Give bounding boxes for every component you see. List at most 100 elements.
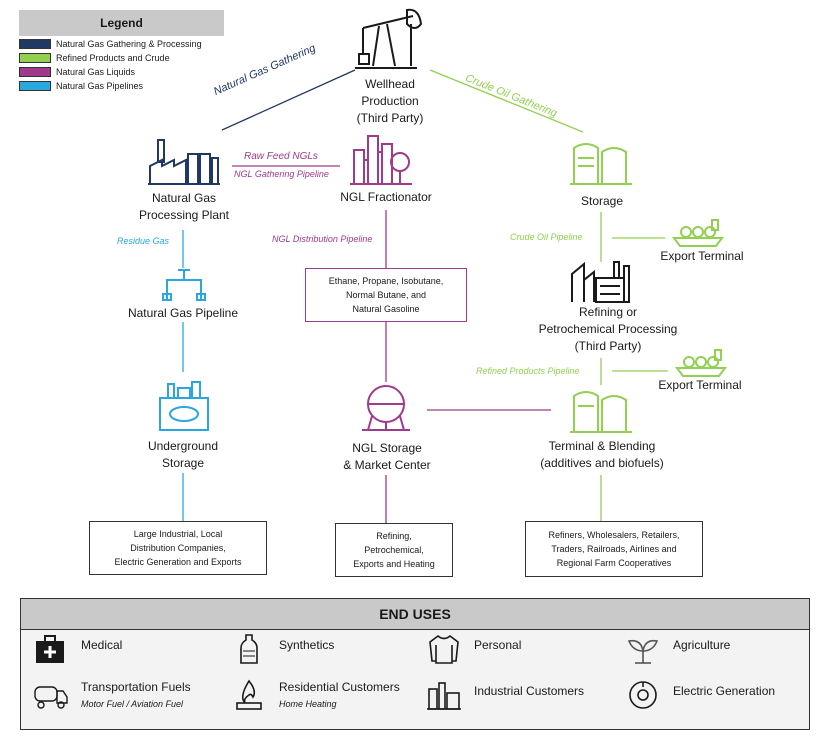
export-terminal-label-1: Export Terminal <box>660 249 744 263</box>
ngl-customers-line: Petrochemical, <box>364 545 424 555</box>
legend-swatch <box>19 66 51 77</box>
residue-gas-label: Residue Gas <box>117 236 170 246</box>
ngl-customers-box: Refining, Petrochemical, Exports and Hea… <box>335 523 453 577</box>
ngl-storage-line: NGL Storage <box>352 441 422 455</box>
fuel-customers-line: Traders, Railroads, Airlines and <box>551 544 677 554</box>
legend-item: Natural Gas Gathering & Processing <box>19 37 224 50</box>
medical-kit-icon <box>36 635 64 663</box>
underground-line: Storage <box>161 456 205 470</box>
end-use-label: Personal <box>474 638 522 652</box>
legend-label: Natural Gas Pipelines <box>56 80 144 91</box>
fuel-customers-box: Refiners, Wholesalers, Retailers, Trader… <box>525 521 703 577</box>
terminal-line: Terminal & Blending <box>548 439 656 453</box>
wellhead-line: Wellhead <box>365 77 415 91</box>
end-use-label: Residential Customers <box>279 680 400 694</box>
gas-pipeline-label: Natural Gas Pipeline <box>127 306 239 320</box>
refining-line: (Third Party) <box>574 339 642 353</box>
end-use-residential: Residential Customers Home Heating <box>231 679 400 711</box>
crude-gathering-line <box>429 69 584 133</box>
end-use-synthetics: Synthetics <box>231 633 334 665</box>
power-icon <box>629 681 657 709</box>
legend: Legend Natural Gas Gathering & Processin… <box>19 10 224 92</box>
end-use-text: Transportation Fuels Motor Fuel / Aviati… <box>81 679 191 709</box>
end-use-personal: Personal <box>426 633 521 665</box>
ngl-products-box: Ethane, Propane, Isobutane, Normal Butan… <box>305 268 467 322</box>
export-ship-icon-2 <box>675 349 727 377</box>
legend-swatch <box>19 38 51 49</box>
underground-line: Underground <box>147 439 219 453</box>
gas-plant-label: Natural Gas Processing Plant <box>118 190 250 224</box>
gas-customers-line: Large Industrial, Local <box>133 529 223 539</box>
legend-item: Natural Gas Liquids <box>19 65 224 78</box>
ngl-gathering-label: NGL Gathering Pipeline <box>234 169 329 179</box>
legend-swatch <box>19 52 51 63</box>
storage-tanks-icon <box>570 143 632 185</box>
ngl-sphere-tank-icon <box>362 385 410 431</box>
legend-item: Natural Gas Pipelines <box>19 79 224 92</box>
ngl-storage-label: NGL Storage & Market Center <box>331 440 443 474</box>
end-use-label: Transportation Fuels <box>81 680 191 694</box>
gas-gathering-line <box>221 69 356 131</box>
fuel-customers-line: Refiners, Wholesalers, Retailers, <box>548 530 680 540</box>
legend-label: Natural Gas Gathering & Processing <box>56 38 202 49</box>
gas-plant-line: Natural Gas <box>151 191 217 205</box>
refining-line: Petrochemical Processing <box>538 322 678 336</box>
refined-pipeline-label: Refined Products Pipeline <box>476 366 580 376</box>
end-use-label: Industrial Customers <box>474 684 585 698</box>
end-use-industrial: Industrial Customers <box>426 679 584 711</box>
ngl-products-line: Normal Butane, and <box>345 290 427 300</box>
end-use-label: Synthetics <box>279 638 335 652</box>
end-use-label: Medical <box>81 638 123 652</box>
pipe-valve-icon <box>162 269 206 301</box>
end-use-electric: Electric Generation <box>625 679 775 711</box>
wellhead-line: Production <box>361 94 419 108</box>
gas-plant-line: Processing Plant <box>138 208 230 222</box>
legend-label: Natural Gas Liquids <box>56 66 136 77</box>
bottle-icon <box>240 634 258 664</box>
terminal-tanks-icon <box>570 391 632 433</box>
end-use-label: Agriculture <box>673 638 731 652</box>
gas-customers-line: Electric Generation and Exports <box>114 557 242 567</box>
ngl-products-line: Ethane, Propane, Isobutane, <box>328 276 444 286</box>
end-use-sub: Home Heating <box>279 699 337 709</box>
ngl-customers-line: Exports and Heating <box>353 559 435 569</box>
end-use-label: Electric Generation <box>673 684 776 698</box>
legend-label: Refined Products and Crude <box>56 52 170 63</box>
refinery-icon <box>571 261 630 303</box>
ngl-customers-line: Refining, <box>376 531 412 541</box>
gas-customers-box: Large Industrial, Local Distribution Com… <box>89 521 267 575</box>
ngl-storage-line: & Market Center <box>343 458 431 472</box>
legend-swatch <box>19 80 51 91</box>
leaves-icon <box>627 639 659 664</box>
raw-feed-label: Raw Feed NGLs <box>244 151 318 162</box>
end-use-sub: Motor Fuel / Aviation Fuel <box>81 699 184 709</box>
wellhead-line: (Third Party) <box>356 111 424 125</box>
export-terminal-label-2: Export Terminal <box>658 378 742 392</box>
fractionator-label: NGL Fractionator <box>340 190 432 204</box>
wellhead-label: Wellhead Production (Third Party) <box>330 76 450 127</box>
refining-line: Refining or <box>578 305 638 319</box>
pumpjack-icon <box>355 8 423 69</box>
end-use-medical: Medical <box>33 633 122 665</box>
tanker-truck-icon <box>34 686 68 709</box>
underground-storage-label: Underground Storage <box>133 438 233 472</box>
gas-customers-line: Distribution Companies, <box>130 543 226 553</box>
end-uses-panel: END USES Medical Synthetics Personal <box>20 598 810 730</box>
terminal-line: (additives and biofuels) <box>540 456 664 470</box>
ngl-distribution-label: NGL Distribution Pipeline <box>272 234 373 244</box>
flame-icon <box>236 679 262 710</box>
ngl-products-line: Natural Gasoline <box>352 304 420 314</box>
end-uses-title: END USES <box>21 599 809 630</box>
fuel-customers-line: Regional Farm Cooperatives <box>556 558 672 568</box>
refining-label: Refining or Petrochemical Processing (Th… <box>524 304 692 355</box>
export-ship-icon-1 <box>672 219 724 247</box>
factory-icon <box>427 682 461 710</box>
storage-label: Storage <box>580 194 624 208</box>
legend-item: Refined Products and Crude <box>19 51 224 64</box>
fractionator-icon <box>350 135 412 185</box>
crude-pipeline-label: Crude Oil Pipeline <box>510 232 583 242</box>
processing-plant-icon <box>148 139 220 185</box>
underground-storage-icon <box>159 381 209 431</box>
end-use-text: Residential Customers Home Heating <box>279 679 400 709</box>
